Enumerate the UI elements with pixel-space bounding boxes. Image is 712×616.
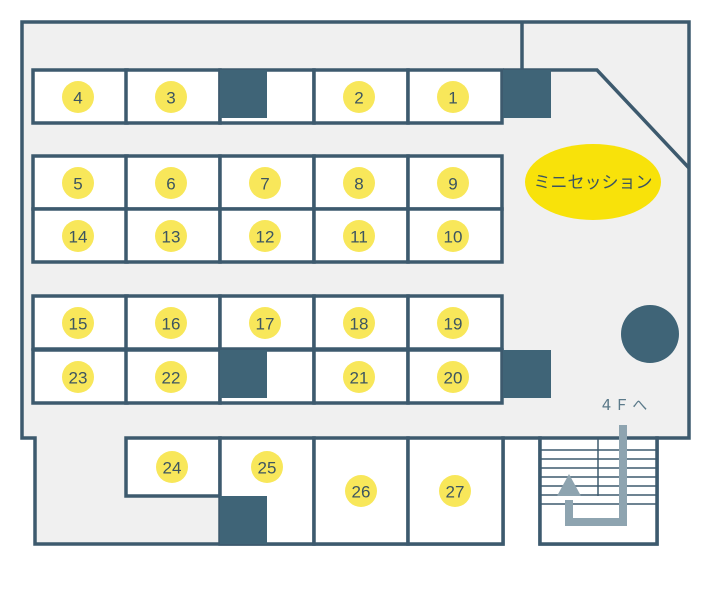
booth-number: 21	[350, 369, 369, 388]
booth-badge	[437, 361, 469, 393]
booth-badge	[156, 451, 188, 483]
booth-badge	[249, 167, 281, 199]
booth-number: 23	[69, 369, 88, 388]
booth-badge	[155, 307, 187, 339]
booth-badge	[437, 167, 469, 199]
booth-badge	[343, 81, 375, 113]
booth-badge	[439, 475, 471, 507]
stair-steps	[540, 438, 657, 505]
booth-badge	[155, 167, 187, 199]
booth-number: 14	[69, 228, 88, 247]
booth-badge	[343, 307, 375, 339]
booth[interactable]	[124, 348, 222, 405]
booth-number: 25	[258, 459, 277, 478]
booth-number: 12	[256, 228, 275, 247]
booth-number: 9	[448, 175, 457, 194]
booth-badge	[345, 475, 377, 507]
booth-number: 15	[69, 315, 88, 334]
stairs-arrowhead	[557, 474, 581, 496]
booth-badge	[249, 220, 281, 252]
booth-number: 5	[73, 175, 82, 194]
mini-session-area[interactable]	[525, 144, 661, 220]
pillar	[220, 350, 267, 398]
booth-badge	[437, 220, 469, 252]
pillar	[220, 496, 267, 544]
booth[interactable]	[406, 348, 504, 405]
stairs-arrow	[565, 425, 627, 526]
booth-badge	[343, 361, 375, 393]
booth-badge	[251, 451, 283, 483]
booth-number: 13	[162, 228, 181, 247]
booth-number: 26	[352, 483, 371, 502]
booth-badge	[62, 361, 94, 393]
pillar	[220, 70, 267, 118]
booth-badge	[437, 81, 469, 113]
booth-number: 18	[350, 315, 369, 334]
booth-number: 6	[166, 175, 175, 194]
pillar	[503, 350, 551, 398]
booth-badge	[343, 167, 375, 199]
booth-badge	[343, 220, 375, 252]
booth-number: 2	[354, 89, 363, 108]
booth-badge	[155, 361, 187, 393]
booth-badge	[62, 307, 94, 339]
booth-number: 20	[444, 369, 463, 388]
booth-number: 3	[166, 89, 175, 108]
booth-badge	[62, 81, 94, 113]
floor-area	[22, 22, 689, 544]
booth-number: 10	[444, 228, 463, 247]
booth-number: 24	[163, 459, 182, 478]
stairs[interactable]	[538, 425, 659, 546]
booth-number: 4	[73, 89, 82, 108]
booth-badge	[62, 220, 94, 252]
booth-badge	[437, 307, 469, 339]
booth-number: 22	[162, 369, 181, 388]
round-pillar	[621, 305, 679, 363]
booth-number: 8	[354, 175, 363, 194]
booth-badge	[155, 220, 187, 252]
booth-number: 27	[446, 483, 465, 502]
pillars	[220, 70, 679, 544]
booth-number: 1	[448, 89, 457, 108]
pillar	[503, 70, 551, 118]
booth-number: 7	[260, 175, 269, 194]
mini-session-label: ミニセッション	[534, 173, 653, 193]
booth-badge	[62, 167, 94, 199]
booth-number: 11	[350, 228, 368, 247]
booth[interactable]	[31, 207, 129, 264]
stairs-label: 4Ｆへ	[602, 396, 651, 414]
booth-number: 17	[256, 315, 275, 334]
booth-number: 19	[444, 315, 463, 334]
booth-number: 16	[162, 315, 181, 334]
booth-badge	[155, 81, 187, 113]
booth-badge	[249, 307, 281, 339]
